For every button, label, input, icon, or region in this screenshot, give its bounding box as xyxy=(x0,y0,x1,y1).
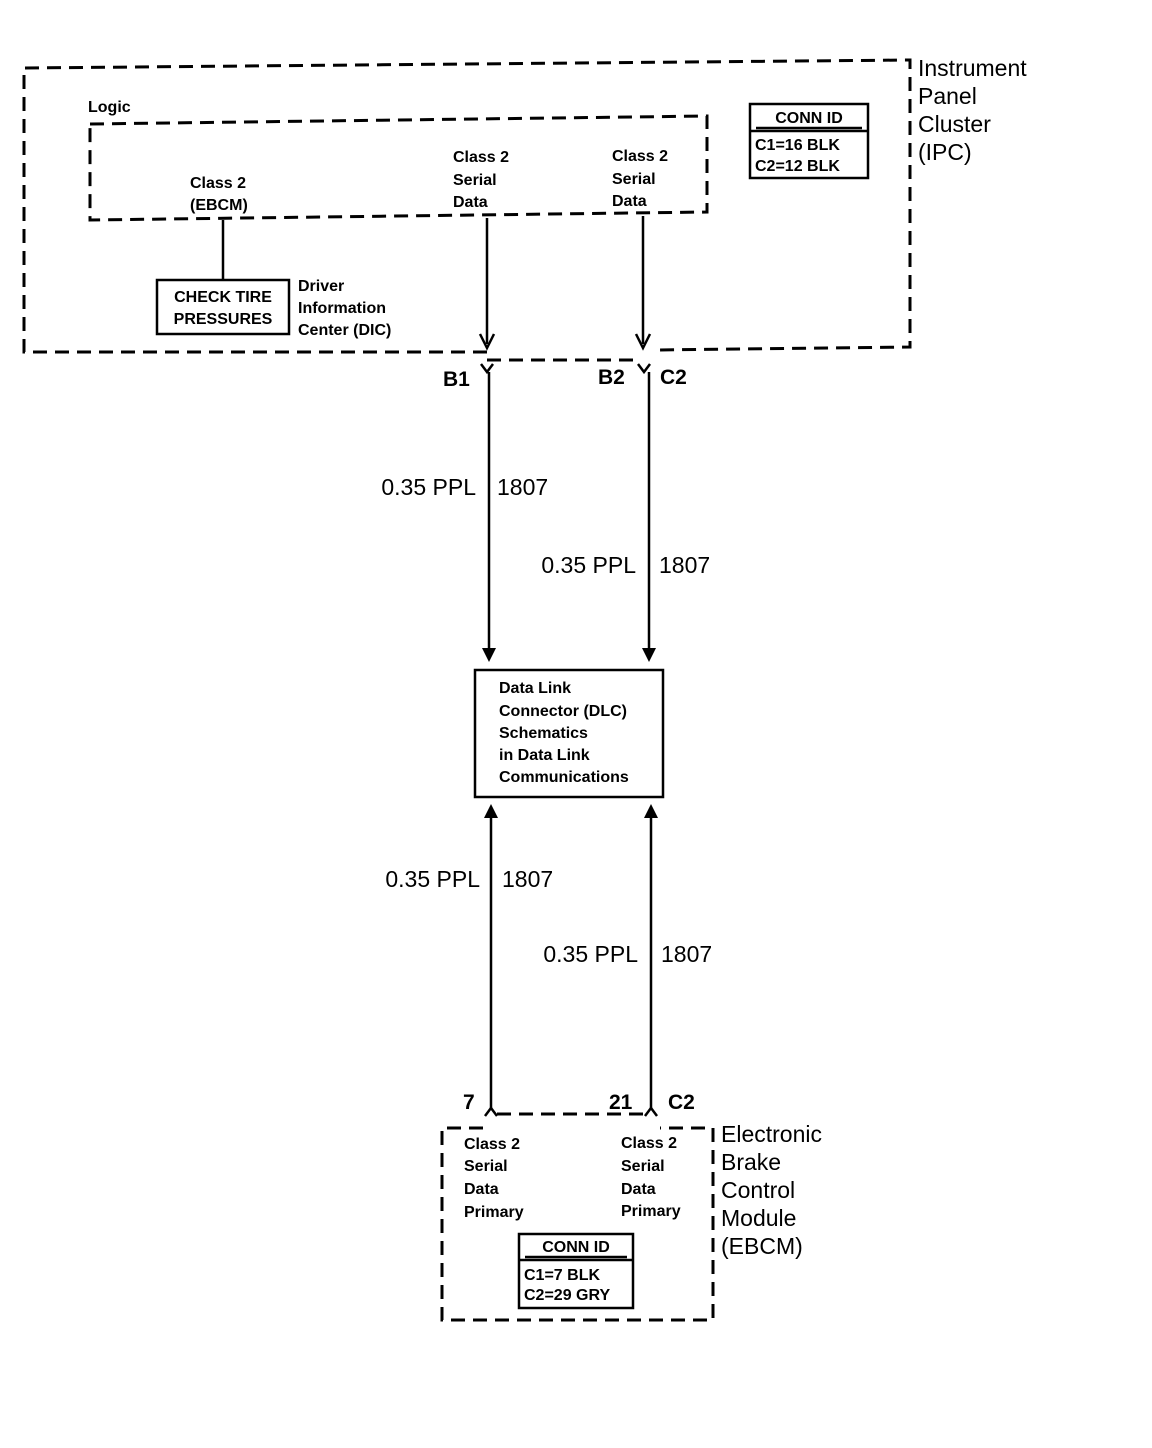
lower-right-gauge: 0.35 PPL xyxy=(543,941,638,967)
upper-left-gauge: 0.35 PPL xyxy=(381,474,476,500)
ipc-title: Instrument Panel Cluster (IPC) xyxy=(918,55,1033,165)
arrow-down-left xyxy=(482,648,496,662)
ebcm-conn-id-c1: C1=7 BLK xyxy=(524,1267,600,1284)
ipc-outline xyxy=(22,58,912,354)
ebcm-conn-id-c2: C2=29 GRY xyxy=(524,1287,610,1304)
ebcm-serial-left-label: Class 2 Serial Data Primary xyxy=(464,1136,525,1221)
arrow-down-right xyxy=(642,648,656,662)
ebcm-conn-id-box: CONN ID C1=7 BLK C2=29 GRY xyxy=(517,1232,635,1310)
ipc-serial-right-label: Class 2 Serial Data xyxy=(612,148,673,210)
lower-wire-left: 0.35 PPL 1807 xyxy=(385,804,553,1108)
terminal-b2 xyxy=(637,363,651,375)
ipc-conn-id-box: CONN ID C1=16 BLK C2=12 BLK xyxy=(748,102,870,180)
dlc-box: Data Link Connector (DLC) Schematics in … xyxy=(473,668,665,799)
dlc-label: Data Link Connector (DLC) Schematics in … xyxy=(499,680,631,786)
terminal-21 xyxy=(644,1105,658,1117)
lower-right-circuit: 1807 xyxy=(661,941,712,967)
pin-b2-label: B2 xyxy=(598,366,625,389)
ipc-arrow-left xyxy=(478,333,496,351)
arrow-up-left xyxy=(484,804,498,818)
ipc-connector-c2-label: C2 xyxy=(660,366,687,389)
upper-right-circuit: 1807 xyxy=(659,552,710,578)
dic-display-box: CHECK TIRE PRESSURES xyxy=(155,278,291,336)
arrow-up-right xyxy=(644,804,658,818)
pin-21-label: 21 xyxy=(609,1091,633,1114)
lower-wire-right: 0.35 PPL 1807 xyxy=(543,804,712,1108)
ebcm-outline xyxy=(440,1126,715,1322)
upper-right-gauge: 0.35 PPL xyxy=(541,552,636,578)
upper-left-circuit: 1807 xyxy=(497,474,548,500)
logic-label: Logic xyxy=(88,99,131,116)
ipc-arrow-right xyxy=(634,333,652,351)
ipc-conn-id-header: CONN ID xyxy=(775,110,843,127)
ebcm-serial-right-label: Class 2 Serial Data Primary xyxy=(621,1135,682,1220)
ipc-serial-left-label: Class 2 Serial Data xyxy=(453,149,514,211)
ebcm-module: 7 21 C2 Electronic Brake Control Module … xyxy=(440,1091,828,1322)
ipc-conn-id-c1: C1=16 BLK xyxy=(755,137,840,154)
lower-left-gauge: 0.35 PPL xyxy=(385,866,480,892)
logic-box xyxy=(88,114,709,222)
upper-wire-right: 0.35 PPL 1807 xyxy=(541,372,710,662)
ipc-conn-id-c2: C2=12 BLK xyxy=(755,158,840,175)
upper-wire-left: 0.35 PPL 1807 xyxy=(381,372,548,662)
terminal-b1 xyxy=(480,363,494,375)
dic-message-line-2: PRESSURES xyxy=(174,311,273,328)
dic-message-line-1: CHECK TIRE xyxy=(174,289,272,306)
ebcm-conn-id-header: CONN ID xyxy=(542,1239,610,1256)
ebcm-title: Electronic Brake Control Module (EBCM) xyxy=(721,1121,828,1259)
pin-b1-label: B1 xyxy=(443,368,470,391)
dic-label: Driver Information Center (DIC) xyxy=(298,278,391,339)
ipc-module: Instrument Panel Cluster (IPC) Logic Cla… xyxy=(22,55,1033,391)
ebcm-input-label: Class 2 (EBCM) xyxy=(190,175,251,214)
ebcm-connector-c2-label: C2 xyxy=(668,1091,695,1114)
pin-7-label: 7 xyxy=(463,1091,475,1114)
lower-left-circuit: 1807 xyxy=(502,866,553,892)
terminal-7 xyxy=(484,1105,498,1117)
